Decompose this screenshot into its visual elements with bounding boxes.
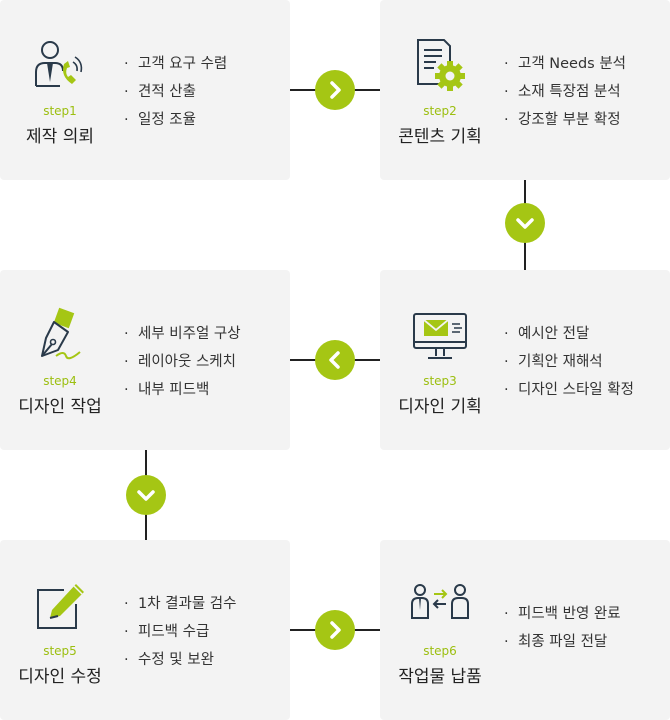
list-item: ·디자인 스타일 확정 bbox=[504, 382, 634, 398]
step-items: ·피드백 반영 완료 ·최종 파일 전달 bbox=[504, 604, 621, 660]
step-label: step1 bbox=[43, 104, 77, 118]
step-card-2: step2 콘텐츠 기획 ·고객 Needs 분석 ·소재 특장점 분석 ·강조… bbox=[380, 0, 670, 180]
list-item: ·기획안 재해석 bbox=[504, 354, 603, 370]
step-items: ·고객 Needs 분석 ·소재 특장점 분석 ·강조할 부분 확정 bbox=[504, 54, 626, 138]
list-item: ·고객 요구 수렴 bbox=[124, 56, 228, 72]
chevron-right-icon bbox=[330, 621, 341, 639]
list-item: ·일정 조율 bbox=[124, 112, 196, 128]
step-title: 콘텐츠 기획 bbox=[398, 127, 482, 147]
list-item: ·레이아웃 스케치 bbox=[124, 354, 236, 370]
list-item: ·수정 및 보완 bbox=[124, 652, 214, 668]
edit-pencil-icon bbox=[30, 576, 90, 636]
step-items: ·고객 요구 수렴 ·견적 산출 ·일정 조율 bbox=[124, 54, 227, 138]
list-item: ·1차 결과물 검수 bbox=[124, 596, 237, 612]
step-card-4: step4 디자인 작업 ·세부 비주얼 구상 ·레이아웃 스케치 ·내부 피드… bbox=[0, 270, 290, 450]
document-gear-icon bbox=[410, 36, 470, 96]
step-card-6: step6 작업물 납품 ·피드백 반영 완료 ·최종 파일 전달 bbox=[380, 540, 670, 720]
list-item: ·최종 파일 전달 bbox=[504, 634, 608, 650]
list-item: ·세부 비주얼 구상 bbox=[124, 326, 241, 342]
step-items: ·예시안 전달 ·기획안 재해석 ·디자인 스타일 확정 bbox=[504, 324, 634, 408]
step-items: ·세부 비주얼 구상 ·레이아웃 스케치 ·내부 피드백 bbox=[124, 324, 241, 408]
arrow-right-button[interactable] bbox=[315, 70, 355, 110]
list-item: ·고객 Needs 분석 bbox=[504, 56, 627, 72]
chevron-right-icon bbox=[330, 81, 341, 99]
list-item: ·강조할 부분 확정 bbox=[504, 112, 621, 128]
step-card-5: step5 디자인 수정 ·1차 결과물 검수 ·피드백 수급 ·수정 및 보완 bbox=[0, 540, 290, 720]
arrow-down-button[interactable] bbox=[505, 203, 545, 243]
step-title: 디자인 작업 bbox=[18, 397, 102, 417]
list-item: ·피드백 수급 bbox=[124, 624, 210, 640]
step-card-1: step1 제작 의뢰 ·고객 요구 수렴 ·견적 산출 ·일정 조율 bbox=[0, 0, 290, 180]
arrow-left-button[interactable] bbox=[315, 340, 355, 380]
step-title: 작업물 납품 bbox=[398, 667, 482, 687]
list-item: ·예시안 전달 bbox=[504, 326, 590, 342]
pen-nib-icon bbox=[30, 306, 90, 366]
step-label: step4 bbox=[43, 374, 77, 388]
chevron-down-icon bbox=[516, 218, 534, 229]
consultant-phone-icon bbox=[30, 36, 90, 96]
chevron-down-icon bbox=[137, 490, 155, 501]
step-label: step3 bbox=[423, 374, 457, 388]
monitor-mail-icon bbox=[410, 306, 470, 366]
step-title: 디자인 수정 bbox=[18, 667, 102, 687]
step-label: step5 bbox=[43, 644, 77, 658]
chevron-left-icon bbox=[329, 351, 340, 369]
step-card-3: step3 디자인 기획 ·예시안 전달 ·기획안 재해석 ·디자인 스타일 확… bbox=[380, 270, 670, 450]
list-item: ·내부 피드백 bbox=[124, 382, 210, 398]
step-title: 제작 의뢰 bbox=[26, 127, 94, 147]
step-title: 디자인 기획 bbox=[398, 397, 482, 417]
step-label: step6 bbox=[423, 644, 457, 658]
list-item: ·피드백 반영 완료 bbox=[504, 606, 621, 622]
arrow-down-button-2[interactable] bbox=[126, 475, 166, 515]
exchange-people-icon bbox=[410, 576, 470, 636]
arrow-right-button-2[interactable] bbox=[315, 610, 355, 650]
list-item: ·소재 특장점 분석 bbox=[504, 84, 621, 100]
step-label: step2 bbox=[423, 104, 457, 118]
list-item: ·견적 산출 bbox=[124, 84, 196, 100]
step-items: ·1차 결과물 검수 ·피드백 수급 ·수정 및 보완 bbox=[124, 594, 236, 678]
